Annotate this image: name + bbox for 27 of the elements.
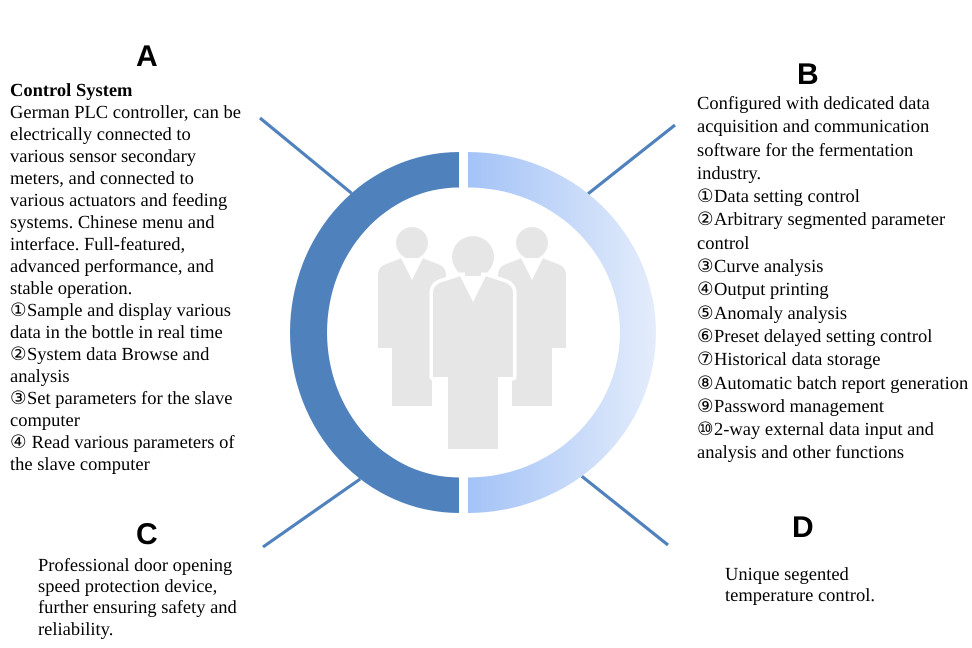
list-item: ②System data Browse and analysis [10,344,210,388]
list-item: ⑦Historical data storage [697,349,882,372]
list-item: ③Curve analysis [697,256,824,280]
list-item: ⑩2-way external data input and analysis and other functions [697,419,935,466]
list-item: ④Output printing [697,279,830,302]
section-letter: D [792,511,814,545]
description-text: Professional door opening speed protection device, further ensuring safety and reliability. [38,556,238,641]
section-letter: A [136,40,158,74]
section-letter: C [136,518,158,552]
list-item: ⑥Preset delayed setting control [697,326,934,349]
list-item: ④ Read various parameters of the slave computer [10,432,236,476]
connector-line [587,124,676,195]
list-item: ⑨Password management [697,396,886,419]
list-item: ①Data setting control [697,186,861,210]
connector-line [262,478,362,548]
list-item: ②Arbitrary segmented parameter control [697,209,946,256]
list-item: ⑤Anomaly analysis [697,302,848,326]
description-text: Configured with dedicated data acquisition and communication software for the fermentation industry. [697,93,931,186]
description-text: Unique segented temperature control. [725,565,876,607]
list-item: ①Sample and display various data in the bottle in real time [10,300,232,344]
section-letter: B [797,58,819,92]
connector-line [580,474,669,546]
description-text: German PLC controller, can be electrically connected to various sensor secondary meters, and connected to various actuators and feeding systems. Chinese menu and interface. Full-featured, advanced performance, and stable operation. [10,102,242,300]
section-title: Control System [10,80,134,102]
list-item: ⑧Automatic batch report generation [697,372,970,396]
connector-line [258,116,353,194]
list-item: ③Set parameters for the slave computer [10,388,234,432]
